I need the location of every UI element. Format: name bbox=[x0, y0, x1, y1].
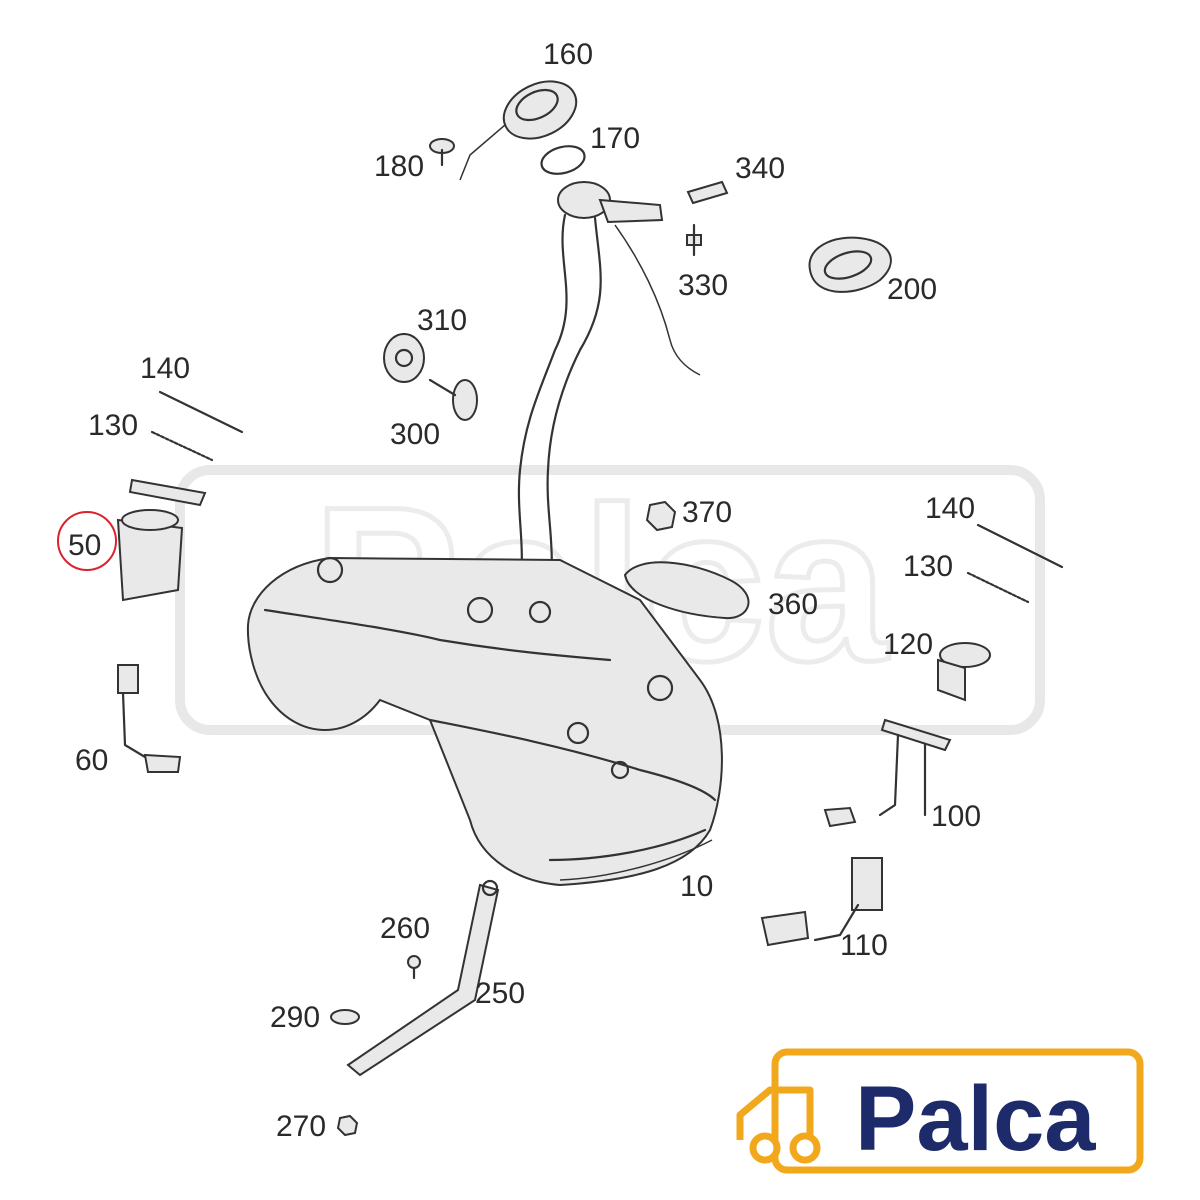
callout-120: 120 bbox=[883, 628, 933, 661]
part-10-fuel-tank bbox=[246, 556, 723, 887]
callout-10: 10 bbox=[680, 870, 713, 903]
callout-110: 110 bbox=[840, 929, 888, 962]
callout-labels: 160 170 180 340 330 200 310 300 140 130 … bbox=[68, 38, 981, 1143]
callout-310: 310 bbox=[417, 304, 467, 337]
palca-logo: Palca bbox=[736, 1048, 1144, 1174]
part-130-seal-left bbox=[150, 430, 214, 462]
part-170-seal bbox=[540, 145, 586, 175]
part-60-fuel-sender bbox=[117, 664, 182, 773]
part-50-fuel-pump bbox=[116, 478, 207, 602]
part-180-bolt bbox=[429, 138, 455, 167]
callout-160: 160 bbox=[543, 38, 593, 71]
part-370-nut bbox=[645, 500, 677, 532]
callout-60: 60 bbox=[75, 744, 108, 777]
callout-130-right: 130 bbox=[903, 550, 953, 583]
part-120-valve bbox=[937, 642, 991, 702]
callout-140-left: 140 bbox=[140, 352, 190, 385]
part-200-cover bbox=[808, 236, 892, 293]
part-140-gasket-right bbox=[976, 523, 1064, 569]
part-100-sender-unit bbox=[823, 718, 952, 828]
truck-icon bbox=[736, 1086, 821, 1164]
part-140-gasket-left bbox=[158, 390, 244, 434]
callout-100: 100 bbox=[931, 800, 981, 833]
part-330-bolt bbox=[686, 223, 702, 257]
part-300-bolt bbox=[428, 378, 478, 421]
part-130-seal-right bbox=[966, 571, 1030, 604]
callout-370: 370 bbox=[682, 496, 732, 529]
filler-neck bbox=[513, 181, 701, 607]
callout-360: 360 bbox=[768, 588, 818, 621]
callout-340: 340 bbox=[735, 152, 785, 185]
callout-260: 260 bbox=[380, 912, 430, 945]
callout-50: 50 bbox=[68, 529, 101, 562]
callout-200: 200 bbox=[887, 273, 937, 306]
callout-270: 270 bbox=[276, 1110, 326, 1143]
callout-300: 300 bbox=[390, 418, 440, 451]
highlight-circle bbox=[57, 511, 117, 571]
part-310-damper bbox=[383, 333, 425, 383]
part-110-fuel-sender bbox=[760, 857, 883, 947]
part-290-washer bbox=[330, 1009, 360, 1025]
part-270-nut bbox=[336, 1114, 359, 1137]
callout-290: 290 bbox=[270, 1001, 320, 1034]
callout-250: 250 bbox=[475, 977, 525, 1010]
callout-330: 330 bbox=[678, 269, 728, 302]
part-260-bolt bbox=[407, 955, 421, 980]
callout-170: 170 bbox=[590, 122, 640, 155]
callout-140-right: 140 bbox=[925, 492, 975, 525]
part-250-strap bbox=[346, 879, 500, 1077]
logo-text: Palca bbox=[855, 1068, 1096, 1170]
callout-180: 180 bbox=[374, 150, 424, 183]
part-360-cover bbox=[623, 561, 750, 620]
part-160-fuel-cap bbox=[459, 80, 578, 181]
part-340-plate bbox=[686, 180, 729, 205]
callout-130-left: 130 bbox=[88, 409, 138, 442]
